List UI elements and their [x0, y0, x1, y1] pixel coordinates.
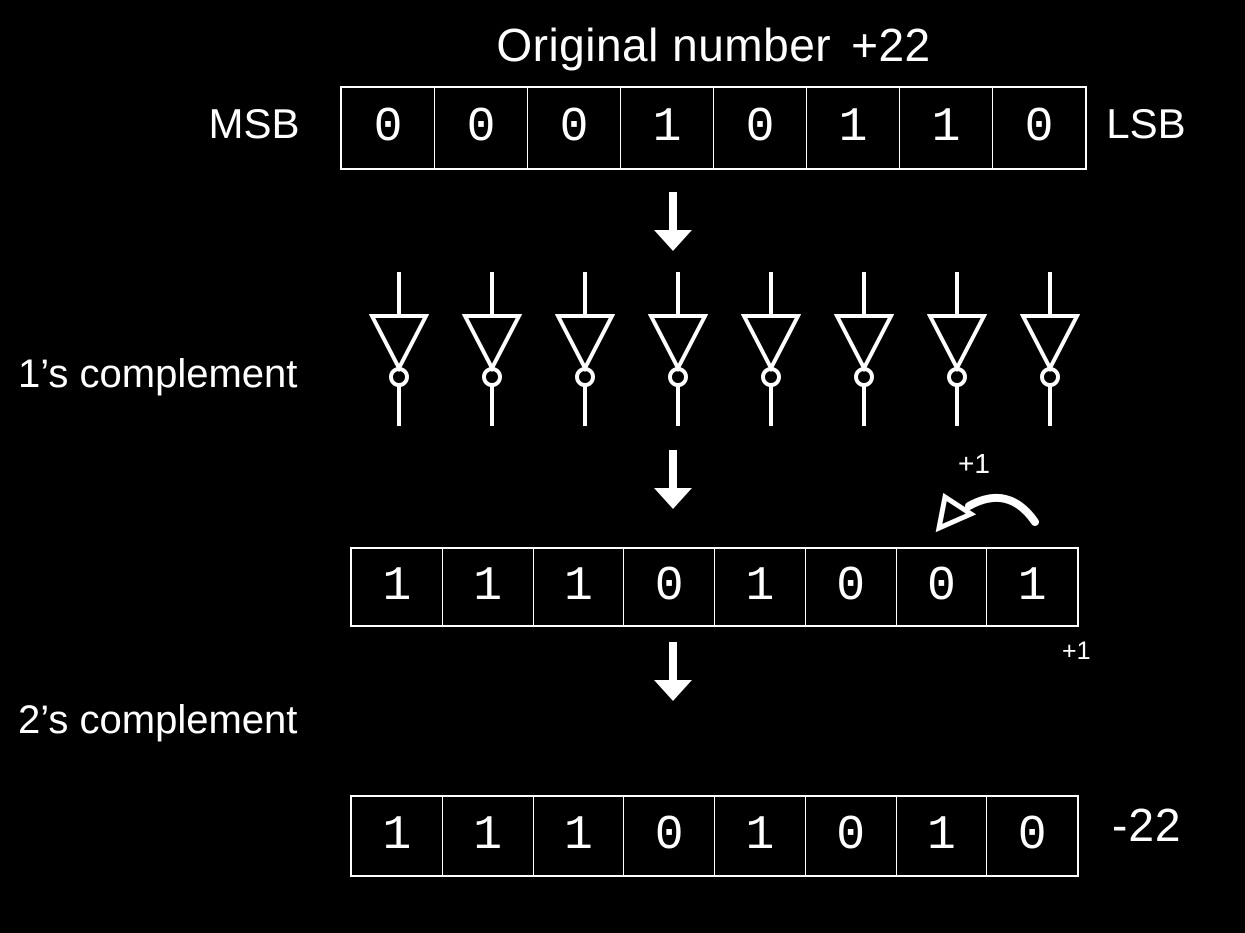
- twos-complement-label: 2’s complement: [18, 698, 298, 742]
- bit-cell: 0: [623, 549, 714, 625]
- inverter-slot: [817, 270, 910, 428]
- not-gate-icon: [1019, 272, 1080, 426]
- inverter-slot: [631, 270, 724, 428]
- not-gate-icon: [833, 272, 894, 426]
- twos-complement-row: 1 1 1 0 1 0 1 0: [350, 795, 1079, 877]
- bit-cell: 0: [992, 88, 1085, 168]
- down-arrow-icon: [654, 192, 692, 251]
- bit-cell: 1: [986, 549, 1077, 625]
- inverter-slot: [1003, 270, 1096, 428]
- not-gate-icon: [368, 272, 429, 426]
- inverter-slot: [538, 270, 631, 428]
- inverter-slot: [724, 270, 817, 428]
- page-title: Original number +22: [340, 18, 1087, 72]
- title-value: +22: [851, 19, 931, 71]
- bit-cell: 1: [895, 797, 987, 875]
- not-gate-icon: [461, 272, 522, 426]
- bit-cell: 0: [713, 88, 806, 168]
- inverter-row: [352, 270, 1096, 428]
- inverter-slot: [445, 270, 538, 428]
- lsb-label: LSB: [1106, 100, 1186, 147]
- bit-cell: 0: [986, 797, 1077, 875]
- down-arrow-icon: [654, 642, 692, 701]
- bit-cell: 0: [804, 549, 896, 625]
- original-number-row: 0 0 0 1 0 1 1 0: [340, 86, 1087, 170]
- bit-cell: 1: [441, 797, 533, 875]
- title-text: Original number: [496, 19, 832, 71]
- plus-one-label: +1: [958, 448, 990, 479]
- not-gate-icon: [926, 272, 987, 426]
- bit-cell: 1: [441, 549, 533, 625]
- ones-complement-row: 1 1 1 0 1 0 0 1: [350, 547, 1079, 627]
- bit-cell: 0: [527, 88, 620, 168]
- inverter-slot: [352, 270, 445, 428]
- bit-cell: 1: [806, 88, 899, 168]
- bit-cell: 0: [895, 549, 987, 625]
- bit-cell: 1: [899, 88, 992, 168]
- not-gate-icon: [740, 272, 801, 426]
- plus-one-note: +1: [1062, 637, 1091, 665]
- bit-cell: 0: [373, 101, 403, 155]
- msb-label: MSB: [208, 100, 300, 147]
- not-gate-icon: [554, 272, 615, 426]
- inverter-slot: [910, 270, 1003, 428]
- bit-cell: 1: [382, 560, 412, 614]
- not-gate-icon: [647, 272, 708, 426]
- bit-cell: 1: [382, 809, 412, 863]
- bit-cell: 1: [532, 797, 624, 875]
- bit-cell: 0: [623, 797, 714, 875]
- bit-cell: 1: [532, 549, 624, 625]
- ones-complement-label: 1’s complement: [18, 352, 298, 396]
- down-arrow-icon: [654, 450, 692, 509]
- bit-cell: 0: [804, 797, 896, 875]
- bit-cell: 1: [714, 797, 805, 875]
- bit-cell: 1: [620, 88, 713, 168]
- bit-cell: 1: [714, 549, 805, 625]
- bit-cell: 0: [434, 88, 527, 168]
- carry-arrow-icon: [935, 492, 1039, 533]
- result-value: -22: [1112, 799, 1182, 851]
